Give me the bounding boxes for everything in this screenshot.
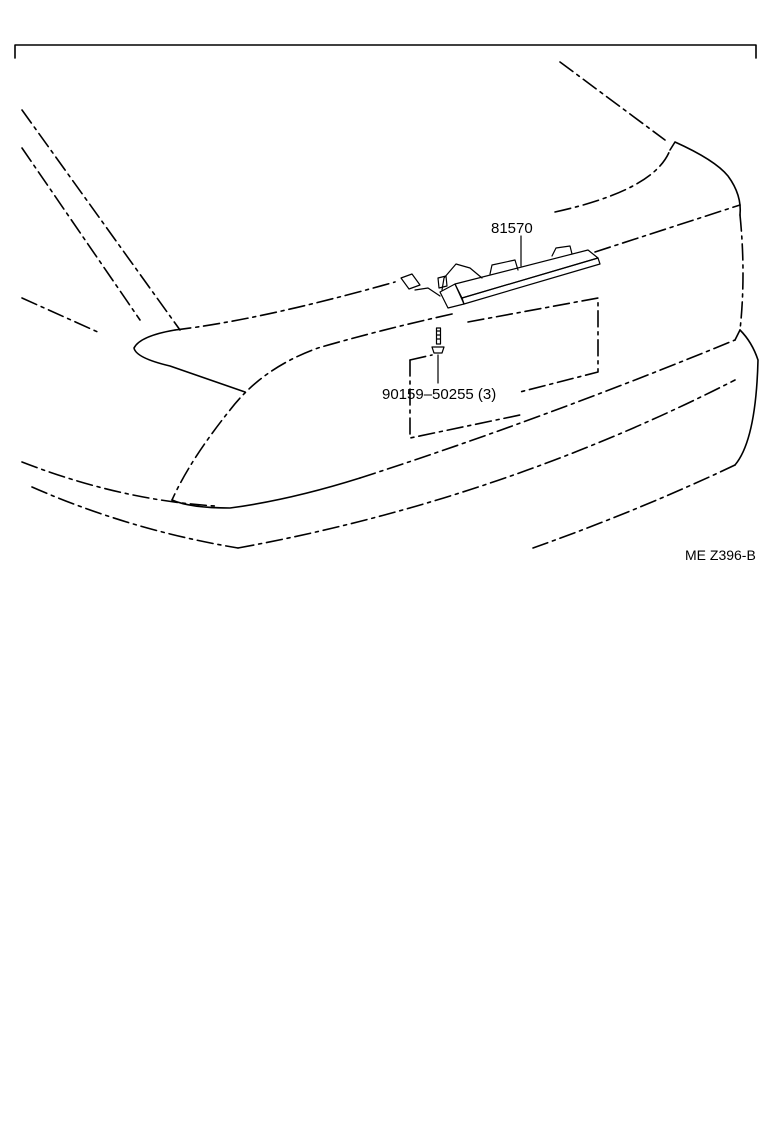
part-label-90159-50255: 90159–50255 (3) [382,386,496,403]
part-label-81570: 81570 [491,220,533,237]
license-plate-recess [409,297,599,439]
drawing-ref-code: ME Z396-B [685,547,756,563]
bumper-outline [21,329,759,549]
frame-bracket [14,44,757,59]
trunk-lid-outline [133,141,744,509]
screw-icon [431,327,445,354]
stop-lamp-assembly [400,245,601,309]
rear-window-outline [21,61,666,334]
